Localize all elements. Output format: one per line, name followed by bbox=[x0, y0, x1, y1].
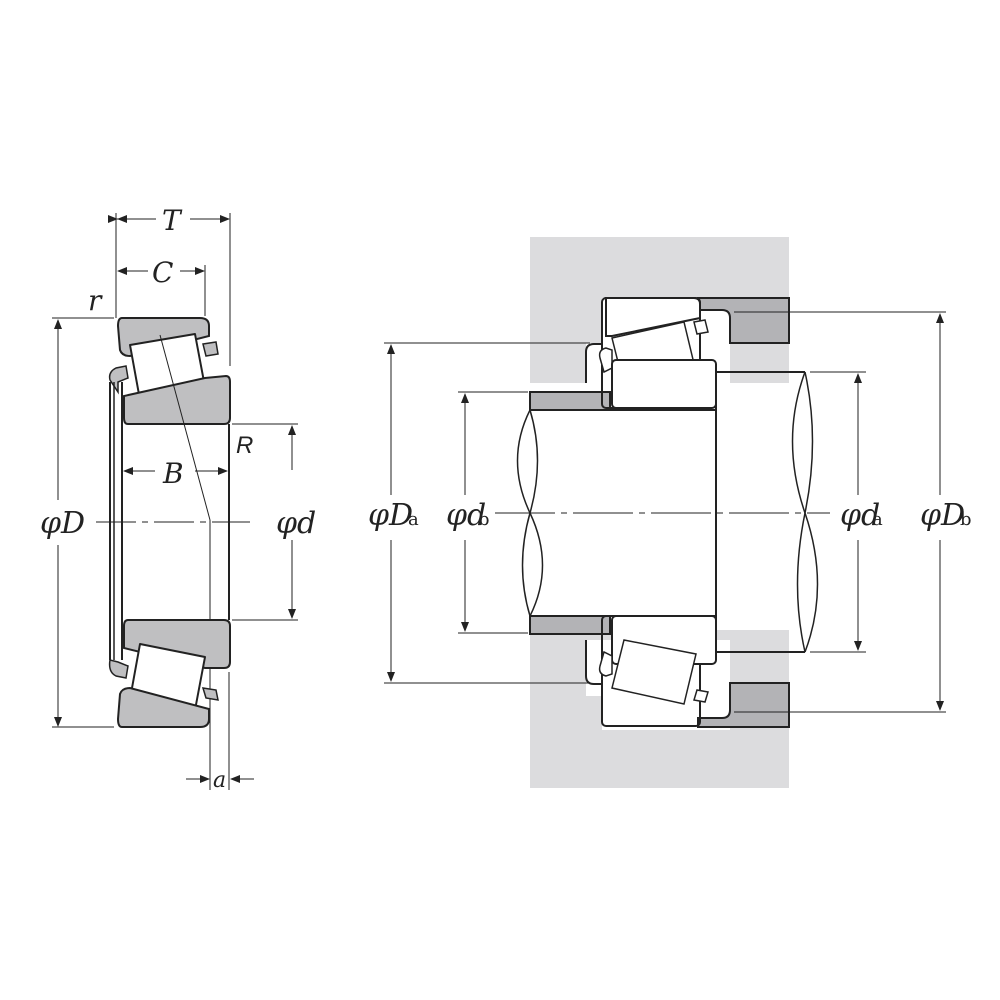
label-R: R bbox=[236, 432, 253, 459]
label-C: C bbox=[152, 256, 173, 289]
svg-text:φd: φd bbox=[446, 498, 486, 533]
svg-text:a: a bbox=[408, 509, 419, 530]
label-B: B bbox=[162, 457, 184, 490]
label-phi-da: φd a bbox=[840, 498, 883, 533]
label-phi-D: φD bbox=[40, 506, 85, 541]
label-T: T bbox=[162, 204, 183, 237]
label-a: a bbox=[213, 768, 226, 793]
label-phi-Da: φD a bbox=[368, 498, 419, 533]
right-mounting-view bbox=[384, 237, 946, 788]
label-phi-Db: φD b bbox=[920, 498, 972, 533]
label-phi-d: φd bbox=[276, 506, 316, 541]
label-phi-db: φd b bbox=[446, 498, 490, 533]
svg-text:φD: φD bbox=[920, 498, 965, 533]
svg-text:φd: φd bbox=[840, 498, 880, 533]
svg-text:b: b bbox=[960, 509, 972, 530]
label-r: r bbox=[88, 284, 103, 317]
left-bearing-view bbox=[52, 213, 298, 790]
svg-text:a: a bbox=[872, 509, 883, 530]
svg-text:φD: φD bbox=[368, 498, 413, 533]
svg-text:b: b bbox=[478, 509, 490, 530]
